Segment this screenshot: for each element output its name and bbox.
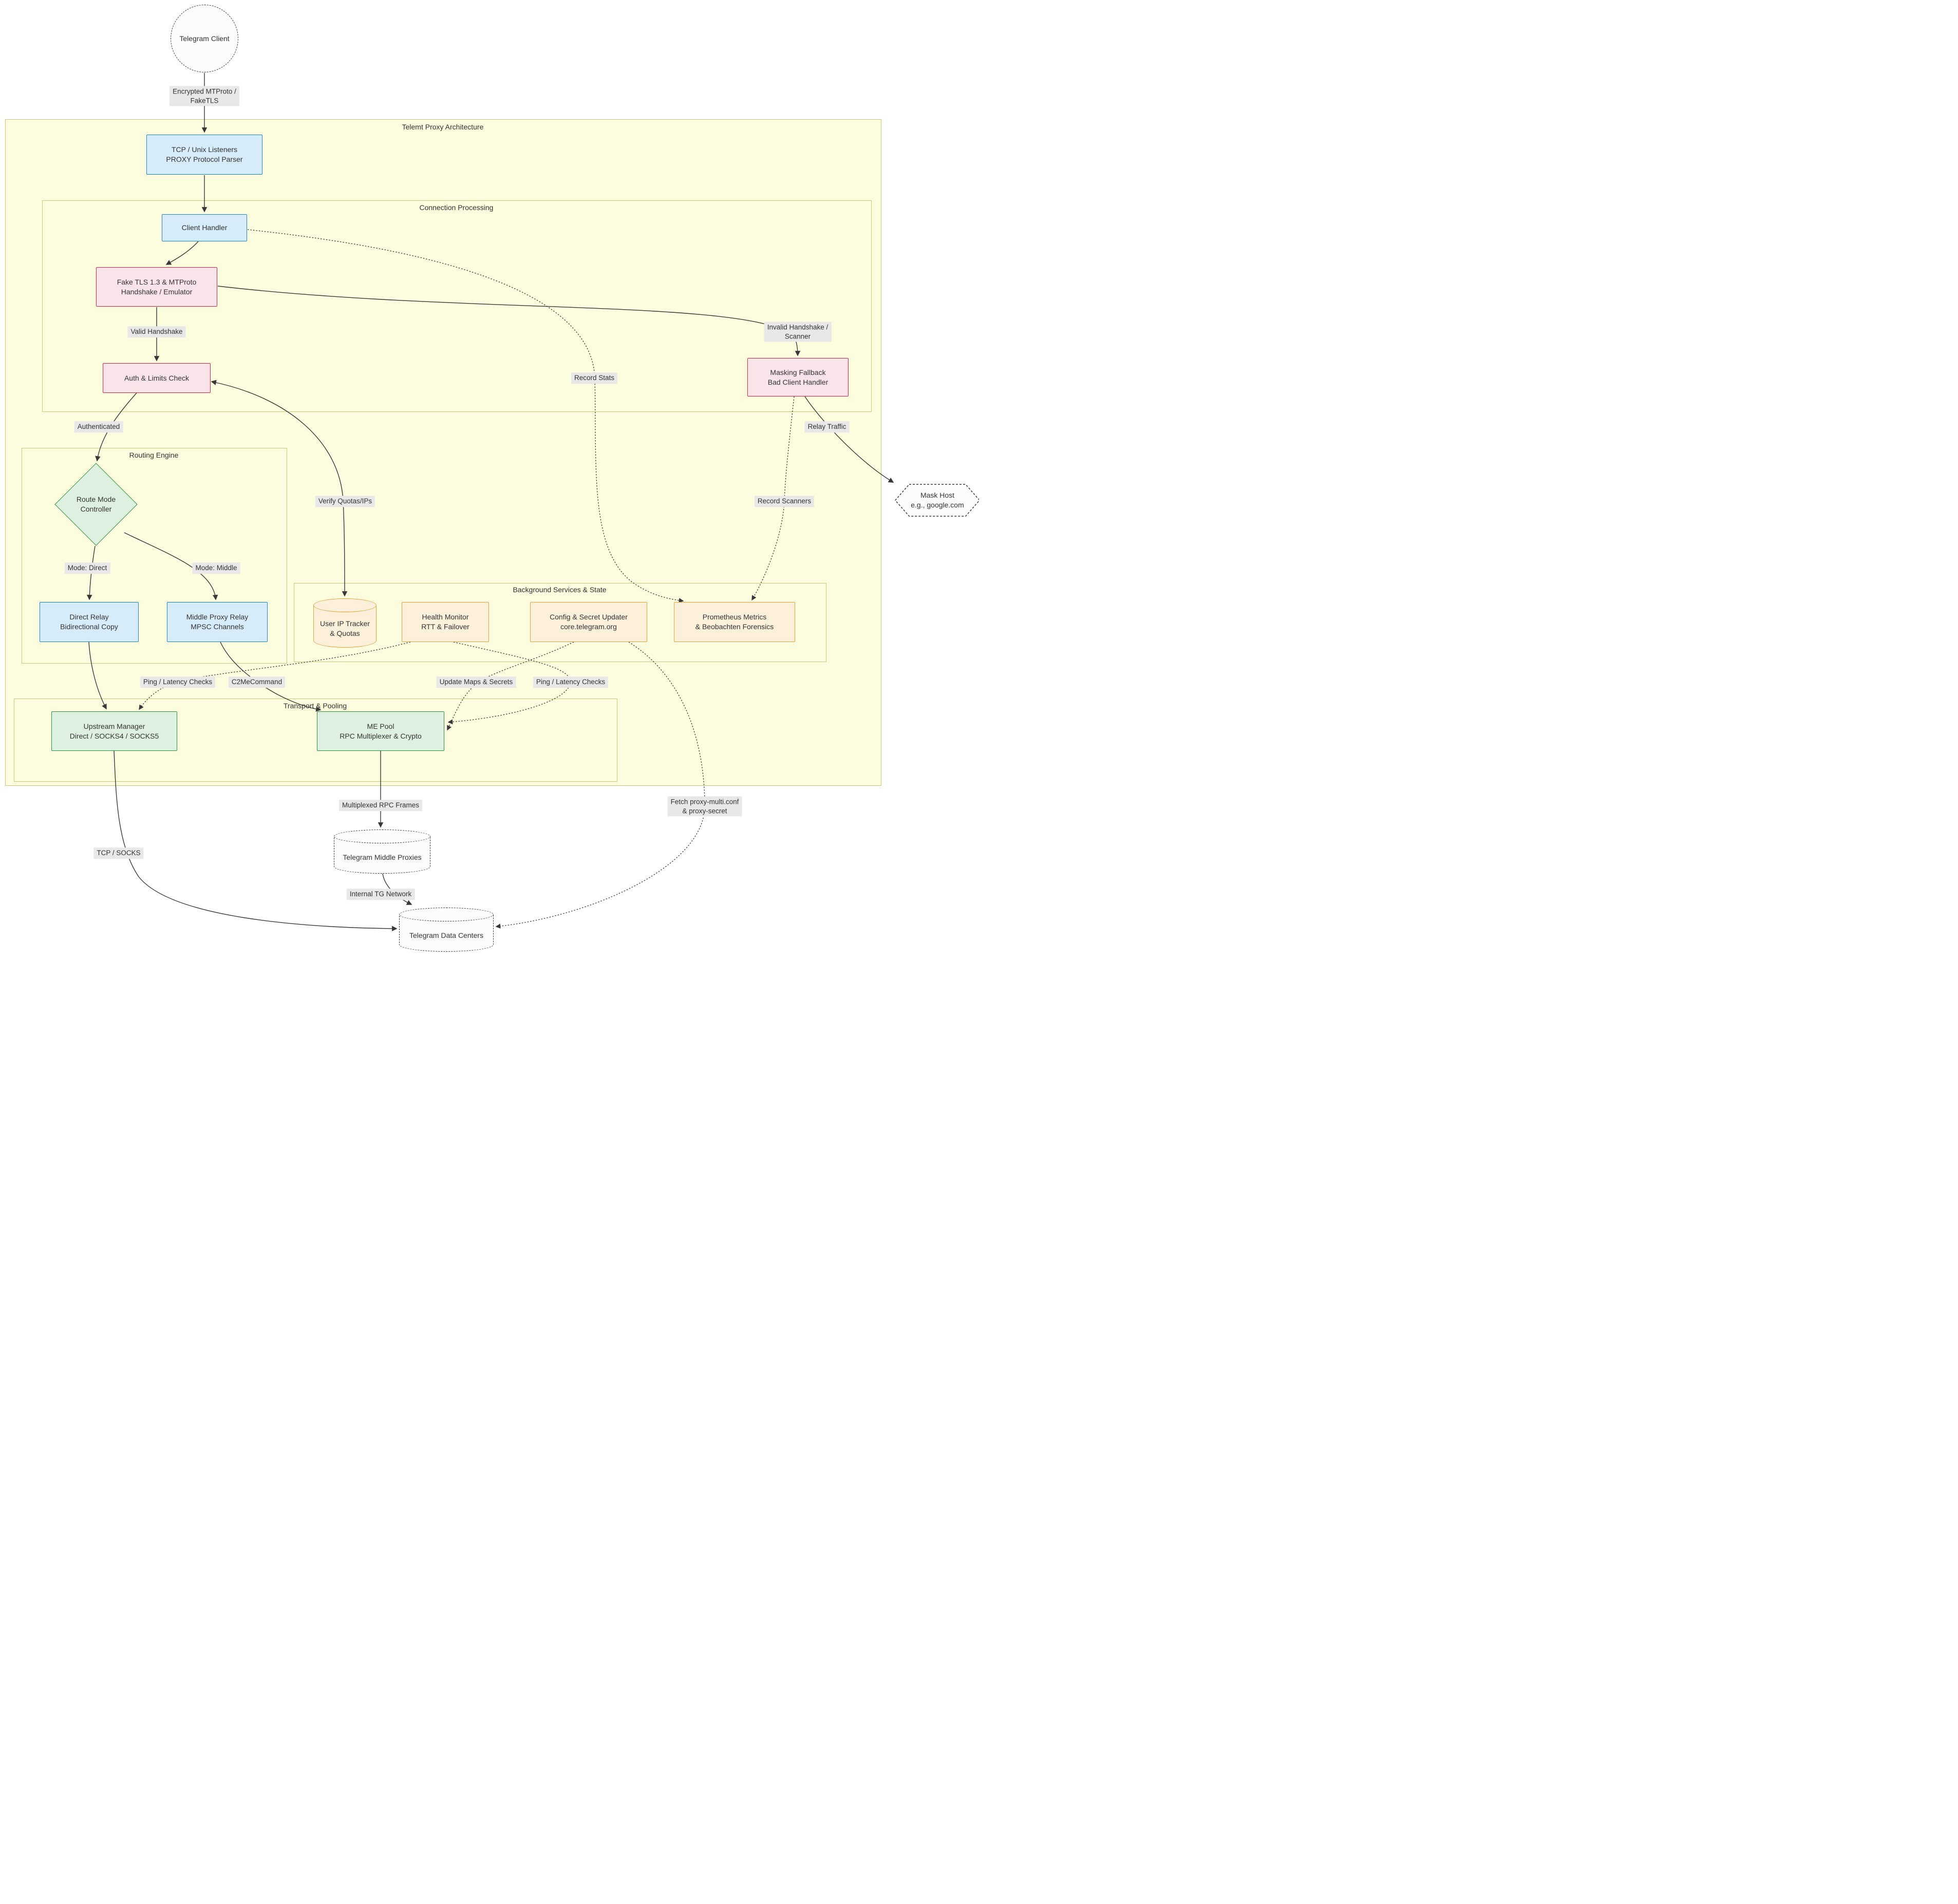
node-direct-relay: Direct Relay Bidirectional Copy bbox=[40, 602, 139, 642]
edge-label-c2mecommand: C2MeCommand bbox=[228, 676, 286, 688]
node-label-line: Direct Relay bbox=[69, 613, 109, 621]
edge-label-line: Fetch proxy-multi.conf bbox=[670, 798, 739, 806]
node-label-line: RTT & Failover bbox=[421, 623, 469, 631]
node-telegram-middle-proxies: Telegram Middle Proxies bbox=[334, 830, 430, 874]
node-label-line: Telegram Data Centers bbox=[409, 931, 483, 939]
cylinder-top bbox=[334, 830, 430, 843]
node-label-line: Bad Client Handler bbox=[767, 378, 829, 386]
node-label: Telegram Data Centers bbox=[399, 920, 494, 951]
node-route-mode-controller: Route Mode Controller bbox=[55, 489, 137, 520]
edge-label-line: Encrypted MTProto / bbox=[173, 87, 236, 96]
edge-label-internal-tg: Internal TG Network bbox=[346, 889, 415, 900]
node-user-ip-tracker: User IP Tracker & Quotas bbox=[313, 598, 376, 648]
node-label-line: Telegram Client bbox=[179, 34, 230, 43]
node-label-line: Fake TLS 1.3 & MTProto bbox=[117, 277, 197, 286]
node-label-line: MPSC Channels bbox=[191, 623, 244, 631]
edge-label-line: Invalid Handshake / bbox=[767, 323, 829, 331]
node-label-line: Health Monitor bbox=[422, 613, 469, 621]
node-config-secret-updater: Config & Secret Updater core.telegram.or… bbox=[530, 602, 647, 642]
edge-label-ping-latency-left: Ping / Latency Checks bbox=[140, 676, 216, 688]
node-label-line: Handshake / Emulator bbox=[121, 287, 193, 296]
subgraph-transport-title: Transport & Pooling bbox=[283, 702, 347, 710]
node-label-line: RPC Multiplexer & Crypto bbox=[340, 731, 422, 740]
edge-label-authenticated: Authenticated bbox=[74, 421, 123, 432]
edge-label-verify-quotas: Verify Quotas/IPs bbox=[315, 496, 375, 507]
node-health-monitor: Health Monitor RTT & Failover bbox=[402, 602, 489, 642]
node-telegram-client: Telegram Client bbox=[171, 5, 238, 72]
node-label-line: Bidirectional Copy bbox=[60, 623, 118, 631]
node-mask-host: Mask Host e.g., google.com bbox=[895, 484, 979, 517]
node-label-line: Controller bbox=[80, 505, 112, 513]
diagram-canvas: Telemt Proxy Architecture Connection Pro… bbox=[0, 0, 979, 952]
cylinder-top bbox=[313, 598, 376, 612]
node-label-line: Client Handler bbox=[181, 223, 228, 232]
node-client-handler: Client Handler bbox=[162, 214, 247, 241]
node-label-line: e.g., google.com bbox=[911, 501, 964, 509]
node-label-line: User IP Tracker bbox=[320, 619, 370, 628]
node-label: User IP Tracker & Quotas bbox=[313, 611, 376, 647]
node-label-line: PROXY Protocol Parser bbox=[166, 155, 243, 163]
node-label-line: & Beobachten Forensics bbox=[695, 623, 774, 631]
node-masking-fallback: Masking Fallback Bad Client Handler bbox=[747, 358, 849, 397]
node-label-line: Config & Secret Updater bbox=[550, 613, 628, 621]
node-label: Mask Host e.g., google.com bbox=[895, 484, 979, 517]
edge-label-line: Scanner bbox=[784, 332, 811, 340]
edge-label-ping-latency-right: Ping / Latency Checks bbox=[533, 676, 609, 688]
node-label-line: Direct / SOCKS4 / SOCKS5 bbox=[69, 731, 159, 740]
node-tcp-unix-listeners: TCP / Unix Listeners PROXY Protocol Pars… bbox=[146, 135, 262, 175]
node-label-line: Route Mode bbox=[76, 495, 116, 504]
node-label: Telegram Middle Proxies bbox=[334, 842, 430, 873]
node-upstream-manager: Upstream Manager Direct / SOCKS4 / SOCKS… bbox=[51, 711, 177, 751]
edge-label-update-maps: Update Maps & Secrets bbox=[436, 676, 516, 688]
node-label-line: Prometheus Metrics bbox=[702, 613, 767, 621]
node-label-line: TCP / Unix Listeners bbox=[171, 145, 238, 154]
node-auth-limits-check: Auth & Limits Check bbox=[103, 363, 211, 393]
cylinder-top bbox=[399, 908, 494, 921]
hexagon-shape bbox=[895, 484, 979, 517]
edge-label-fetch-conf: Fetch proxy-multi.conf & proxy-secret bbox=[667, 796, 742, 817]
node-label-line: core.telegram.org bbox=[560, 623, 617, 631]
edge-label-relay-traffic: Relay Traffic bbox=[804, 421, 850, 432]
node-telegram-data-centers: Telegram Data Centers bbox=[399, 908, 494, 952]
edge-label-invalid-handshake: Invalid Handshake / Scanner bbox=[764, 322, 832, 342]
subgraph-background-title: Background Services & State bbox=[513, 586, 607, 594]
node-fake-tls-handshake: Fake TLS 1.3 & MTProto Handshake / Emula… bbox=[96, 267, 217, 307]
node-middle-proxy-relay: Middle Proxy Relay MPSC Channels bbox=[167, 602, 268, 642]
outer-container-title: Telemt Proxy Architecture bbox=[402, 123, 484, 131]
node-label-line: ME Pool bbox=[367, 722, 394, 730]
edge-label-record-scanners: Record Scanners bbox=[754, 496, 815, 507]
node-label-line: Masking Fallback bbox=[770, 368, 826, 376]
node-me-pool: ME Pool RPC Multiplexer & Crypto bbox=[317, 711, 444, 751]
subgraph-connection-title: Connection Processing bbox=[419, 203, 494, 212]
edge-label-tcp-socks: TCP / SOCKS bbox=[93, 847, 144, 859]
edge-label-mode-middle: Mode: Middle bbox=[192, 562, 240, 574]
edge-label-encrypted-mtproto: Encrypted MTProto / FakeTLS bbox=[170, 86, 239, 106]
edge-label-valid-handshake: Valid Handshake bbox=[127, 326, 186, 337]
node-label-line: Mask Host bbox=[920, 491, 955, 500]
node-label-line: Upstream Manager bbox=[83, 722, 145, 730]
node-prometheus-metrics: Prometheus Metrics & Beobachten Forensic… bbox=[674, 602, 795, 642]
edge-label-line: FakeTLS bbox=[190, 97, 219, 104]
node-label-line: Middle Proxy Relay bbox=[186, 613, 249, 621]
edge-label-line: & proxy-secret bbox=[682, 807, 727, 815]
edge-label-multiplexed-rpc: Multiplexed RPC Frames bbox=[338, 800, 423, 811]
edge-label-record-stats: Record Stats bbox=[571, 372, 618, 384]
node-label-line: Telegram Middle Proxies bbox=[343, 853, 422, 861]
node-label-line: Auth & Limits Check bbox=[124, 373, 190, 382]
edge-label-mode-direct: Mode: Direct bbox=[64, 562, 110, 574]
subgraph-routing-title: Routing Engine bbox=[129, 451, 179, 459]
node-label-line: & Quotas bbox=[330, 629, 360, 637]
